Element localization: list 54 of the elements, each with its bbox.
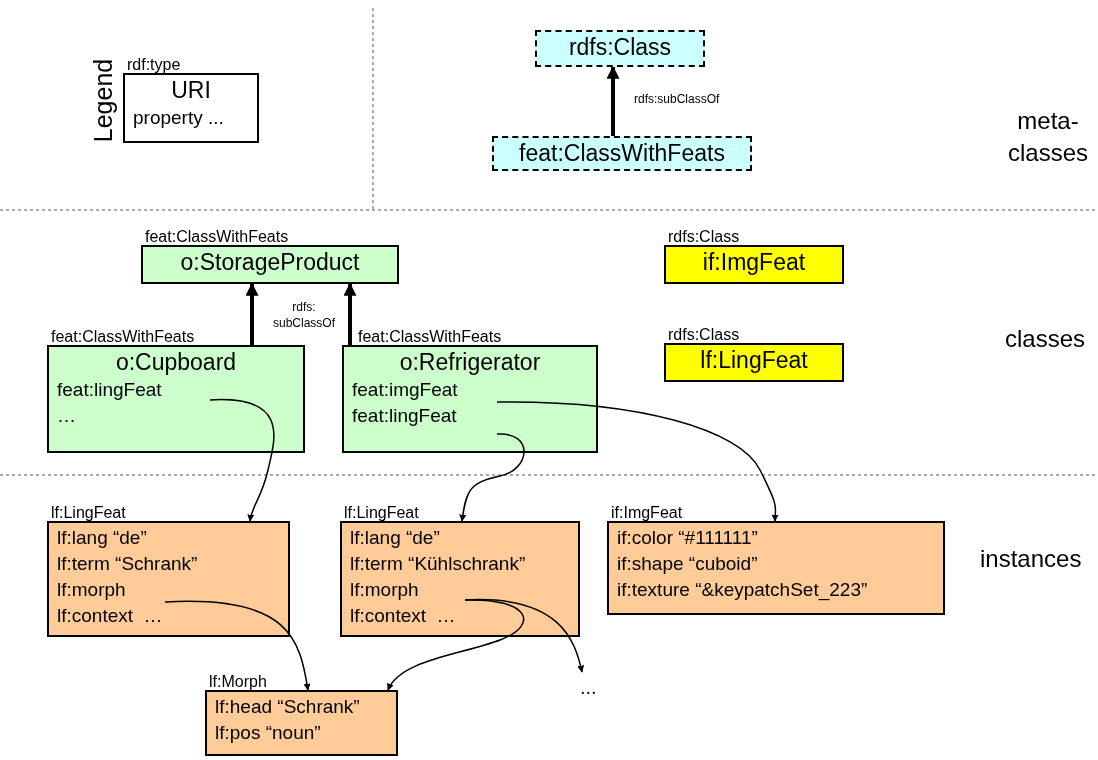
section-label: classes bbox=[1005, 325, 1086, 353]
property-label: lf:lang “de” bbox=[56, 526, 148, 550]
property-label: lf:morph bbox=[56, 578, 127, 602]
edge-label: rdfs:subClassOf bbox=[634, 92, 720, 106]
section-label: meta- classes bbox=[1007, 106, 1089, 169]
class-name: rdfs:Class bbox=[567, 33, 673, 62]
arrow bbox=[209, 399, 275, 522]
property-label: if:texture “&keypatchSet_223” bbox=[616, 578, 869, 603]
type-label: feat:ClassWithFeats bbox=[145, 227, 289, 247]
property-label: feat:imgFeat bbox=[351, 378, 459, 402]
arrow bbox=[606, 65, 620, 136]
property-label: property ... bbox=[132, 106, 225, 130]
property-label: feat:lingFeat bbox=[351, 404, 458, 428]
section-label: instances bbox=[980, 545, 1082, 573]
type-label: lf:LingFeat bbox=[344, 503, 419, 523]
type-label: lf:LingFeat bbox=[51, 503, 126, 523]
type-label: rdfs:Class bbox=[668, 227, 740, 247]
property-label: lf:morph bbox=[349, 578, 420, 602]
type-label: rdf:type bbox=[127, 55, 181, 75]
property-label: lf:head “Schrank” bbox=[214, 695, 361, 719]
property-label: if:shape “cuboid” bbox=[616, 552, 759, 576]
property-label: lf:term “Schrank” bbox=[56, 552, 199, 576]
class-name: o:StorageProduct bbox=[179, 248, 361, 277]
property-label: if:color “#111111” bbox=[616, 526, 759, 550]
legend-title: Legend bbox=[88, 57, 118, 145]
relation-label: rdfs: subClassOf bbox=[272, 299, 336, 332]
property-label: lf:pos “noun” bbox=[214, 721, 322, 745]
arrow bbox=[464, 599, 584, 673]
class-name: URI bbox=[170, 76, 212, 105]
property-label: … bbox=[56, 404, 77, 428]
type-label: rdfs:Class bbox=[668, 325, 740, 345]
property-label: lf:context … bbox=[349, 604, 457, 628]
property-label: lf:context … bbox=[56, 604, 164, 628]
arrow bbox=[343, 282, 357, 345]
arrow bbox=[245, 282, 259, 345]
type-label: feat:ClassWithFeats bbox=[358, 327, 502, 347]
class-name: o:Refrigerator bbox=[398, 348, 542, 377]
arrow bbox=[164, 600, 311, 691]
type-label: feat:ClassWithFeats bbox=[51, 327, 195, 347]
property-label: feat:lingFeat bbox=[56, 378, 163, 402]
metaclass-box bbox=[492, 136, 752, 171]
class-name: feat:ClassWithFeats bbox=[518, 139, 726, 168]
class-name: o:Cupboard bbox=[114, 348, 238, 377]
property-label: lf:lang “de” bbox=[349, 526, 441, 550]
arrow bbox=[496, 401, 779, 522]
ellipsis-text: ... bbox=[580, 676, 608, 700]
metaclass-box bbox=[535, 30, 705, 67]
class-name: if:ImgFeat bbox=[701, 248, 807, 277]
type-label: if:ImgFeat bbox=[611, 503, 683, 523]
type-label: lf:Morph bbox=[209, 672, 267, 692]
property-label: lf:term “Kühlschrank” bbox=[349, 552, 527, 576]
arrow bbox=[387, 599, 525, 691]
class-name: lf:LingFeat bbox=[699, 346, 809, 375]
arrow bbox=[459, 433, 525, 522]
